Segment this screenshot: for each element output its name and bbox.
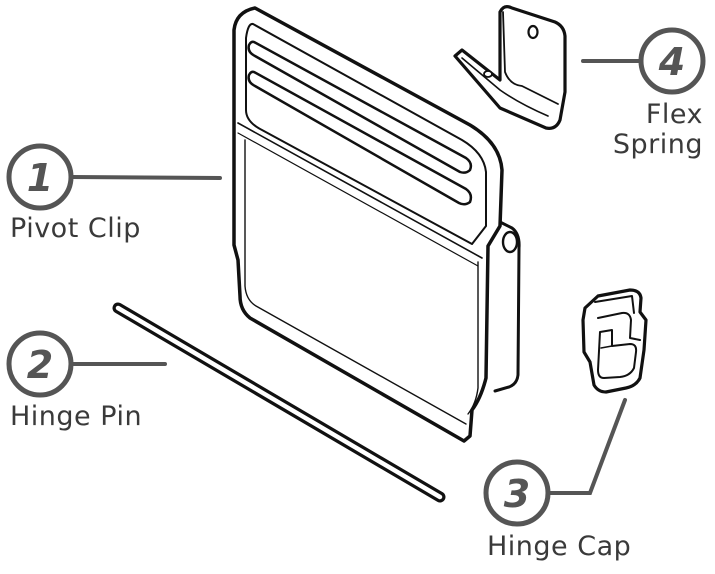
part-label-flex-spring-line1: Flex bbox=[645, 99, 703, 130]
callout-2: 2 bbox=[6, 330, 74, 398]
part-label-pivot-clip: Pivot Clip bbox=[10, 213, 141, 244]
part-label-hinge-pin: Hinge Pin bbox=[10, 401, 143, 432]
callout-number-3: 3 bbox=[504, 472, 530, 516]
callout-3: 3 bbox=[483, 459, 551, 527]
part-label-flex-spring: Flex Spring bbox=[612, 99, 703, 161]
pivot-clip-drawing bbox=[232, 6, 521, 443]
callout-1: 1 bbox=[6, 143, 74, 211]
callout-leaders bbox=[70, 59, 642, 495]
hinge-cap-drawing bbox=[581, 288, 648, 394]
leader-line-3 bbox=[547, 398, 627, 495]
callout-number-4: 4 bbox=[658, 40, 685, 84]
flex-spring-drawing bbox=[453, 5, 567, 130]
leader-line-1 bbox=[70, 175, 222, 180]
part-label-flex-spring-line2: Spring bbox=[612, 129, 703, 161]
callout-number-2: 2 bbox=[27, 343, 53, 387]
callout-number-1: 1 bbox=[27, 156, 53, 200]
callout-4: 4 bbox=[638, 27, 706, 95]
part-label-hinge-cap: Hinge Cap bbox=[487, 531, 632, 562]
hinge-pin-drawing bbox=[112, 302, 446, 503]
